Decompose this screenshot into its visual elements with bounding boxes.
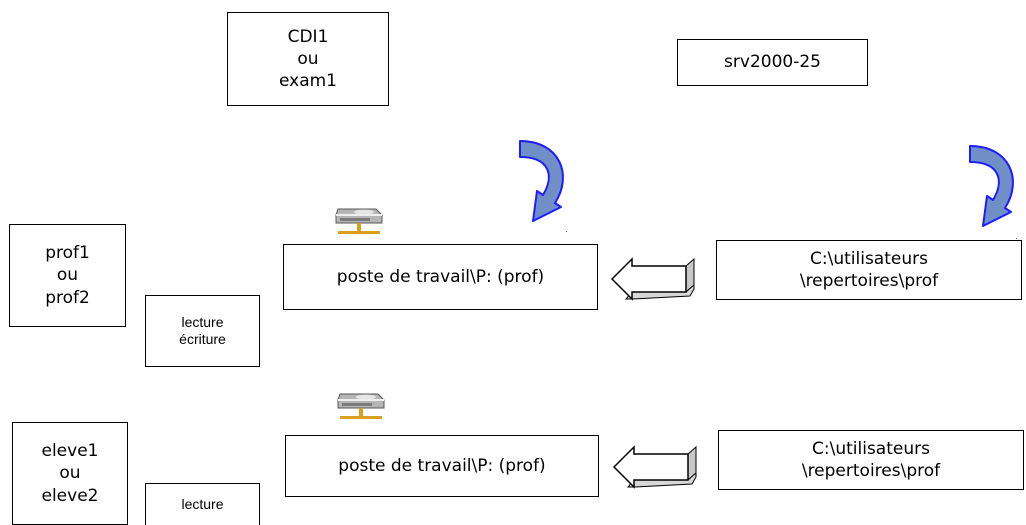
block-arrow-left-prof [610,257,695,301]
prof-path-line-2: \repertoires\prof [799,271,939,291]
prof-rights-box: lecture écriture [145,295,260,367]
stray-dot-middle [566,231,567,232]
prof-user-line-2: ou [56,265,79,286]
eleve-path-line-2: \repertoires\prof [801,461,941,481]
stray-dot-right [1016,238,1017,239]
prof-path-line-1: C:\utilisateurs [810,248,928,269]
eleve-user-line-2: ou [59,463,81,484]
curved-arrow-right [969,145,1014,227]
block-arrow-left-eleve [612,445,697,489]
eleve-user-box: eleve1 ou eleve2 [12,422,128,525]
prof-drive-label: poste de travail\P: (prof) [336,266,545,287]
server-label: srv2000-25 [724,52,821,73]
eleve-drive-box: poste de travail\P: (prof) [285,435,599,497]
group-line-3: exam1 [278,71,337,92]
prof-rights-line-2: écriture [179,331,226,347]
group-box: CDI1 ou exam1 [227,12,389,106]
prof-user-line-1: prof1 [45,243,90,264]
server-box: srv2000-25 [677,39,868,86]
group-line-2: ou [297,48,319,69]
network-drive-icon [337,393,385,419]
eleve-rights-box: lecture [145,483,260,525]
curved-arrow-middle [519,140,564,222]
network-drive-icon [335,208,383,234]
prof-rights-line-1: lecture [181,313,224,330]
prof-drive-box: poste de travail\P: (prof) [283,244,598,310]
eleve-path-box: C:\utilisateurs \repertoires\prof [718,430,1024,490]
eleve-path-line-1: C:\utilisateurs [812,438,930,459]
prof-user-box: prof1 ou prof2 [9,224,126,327]
eleve-user-line-1: eleve1 [41,441,99,462]
eleve-rights-line-1: lecture [181,495,224,512]
prof-path-box: C:\utilisateurs \repertoires\prof [716,240,1022,300]
group-line-1: CDI1 [287,26,329,47]
eleve-user-line-3: eleve2 [41,485,99,506]
eleve-drive-label: poste de travail\P: (prof) [338,455,546,476]
prof-user-line-3: prof2 [45,287,90,308]
